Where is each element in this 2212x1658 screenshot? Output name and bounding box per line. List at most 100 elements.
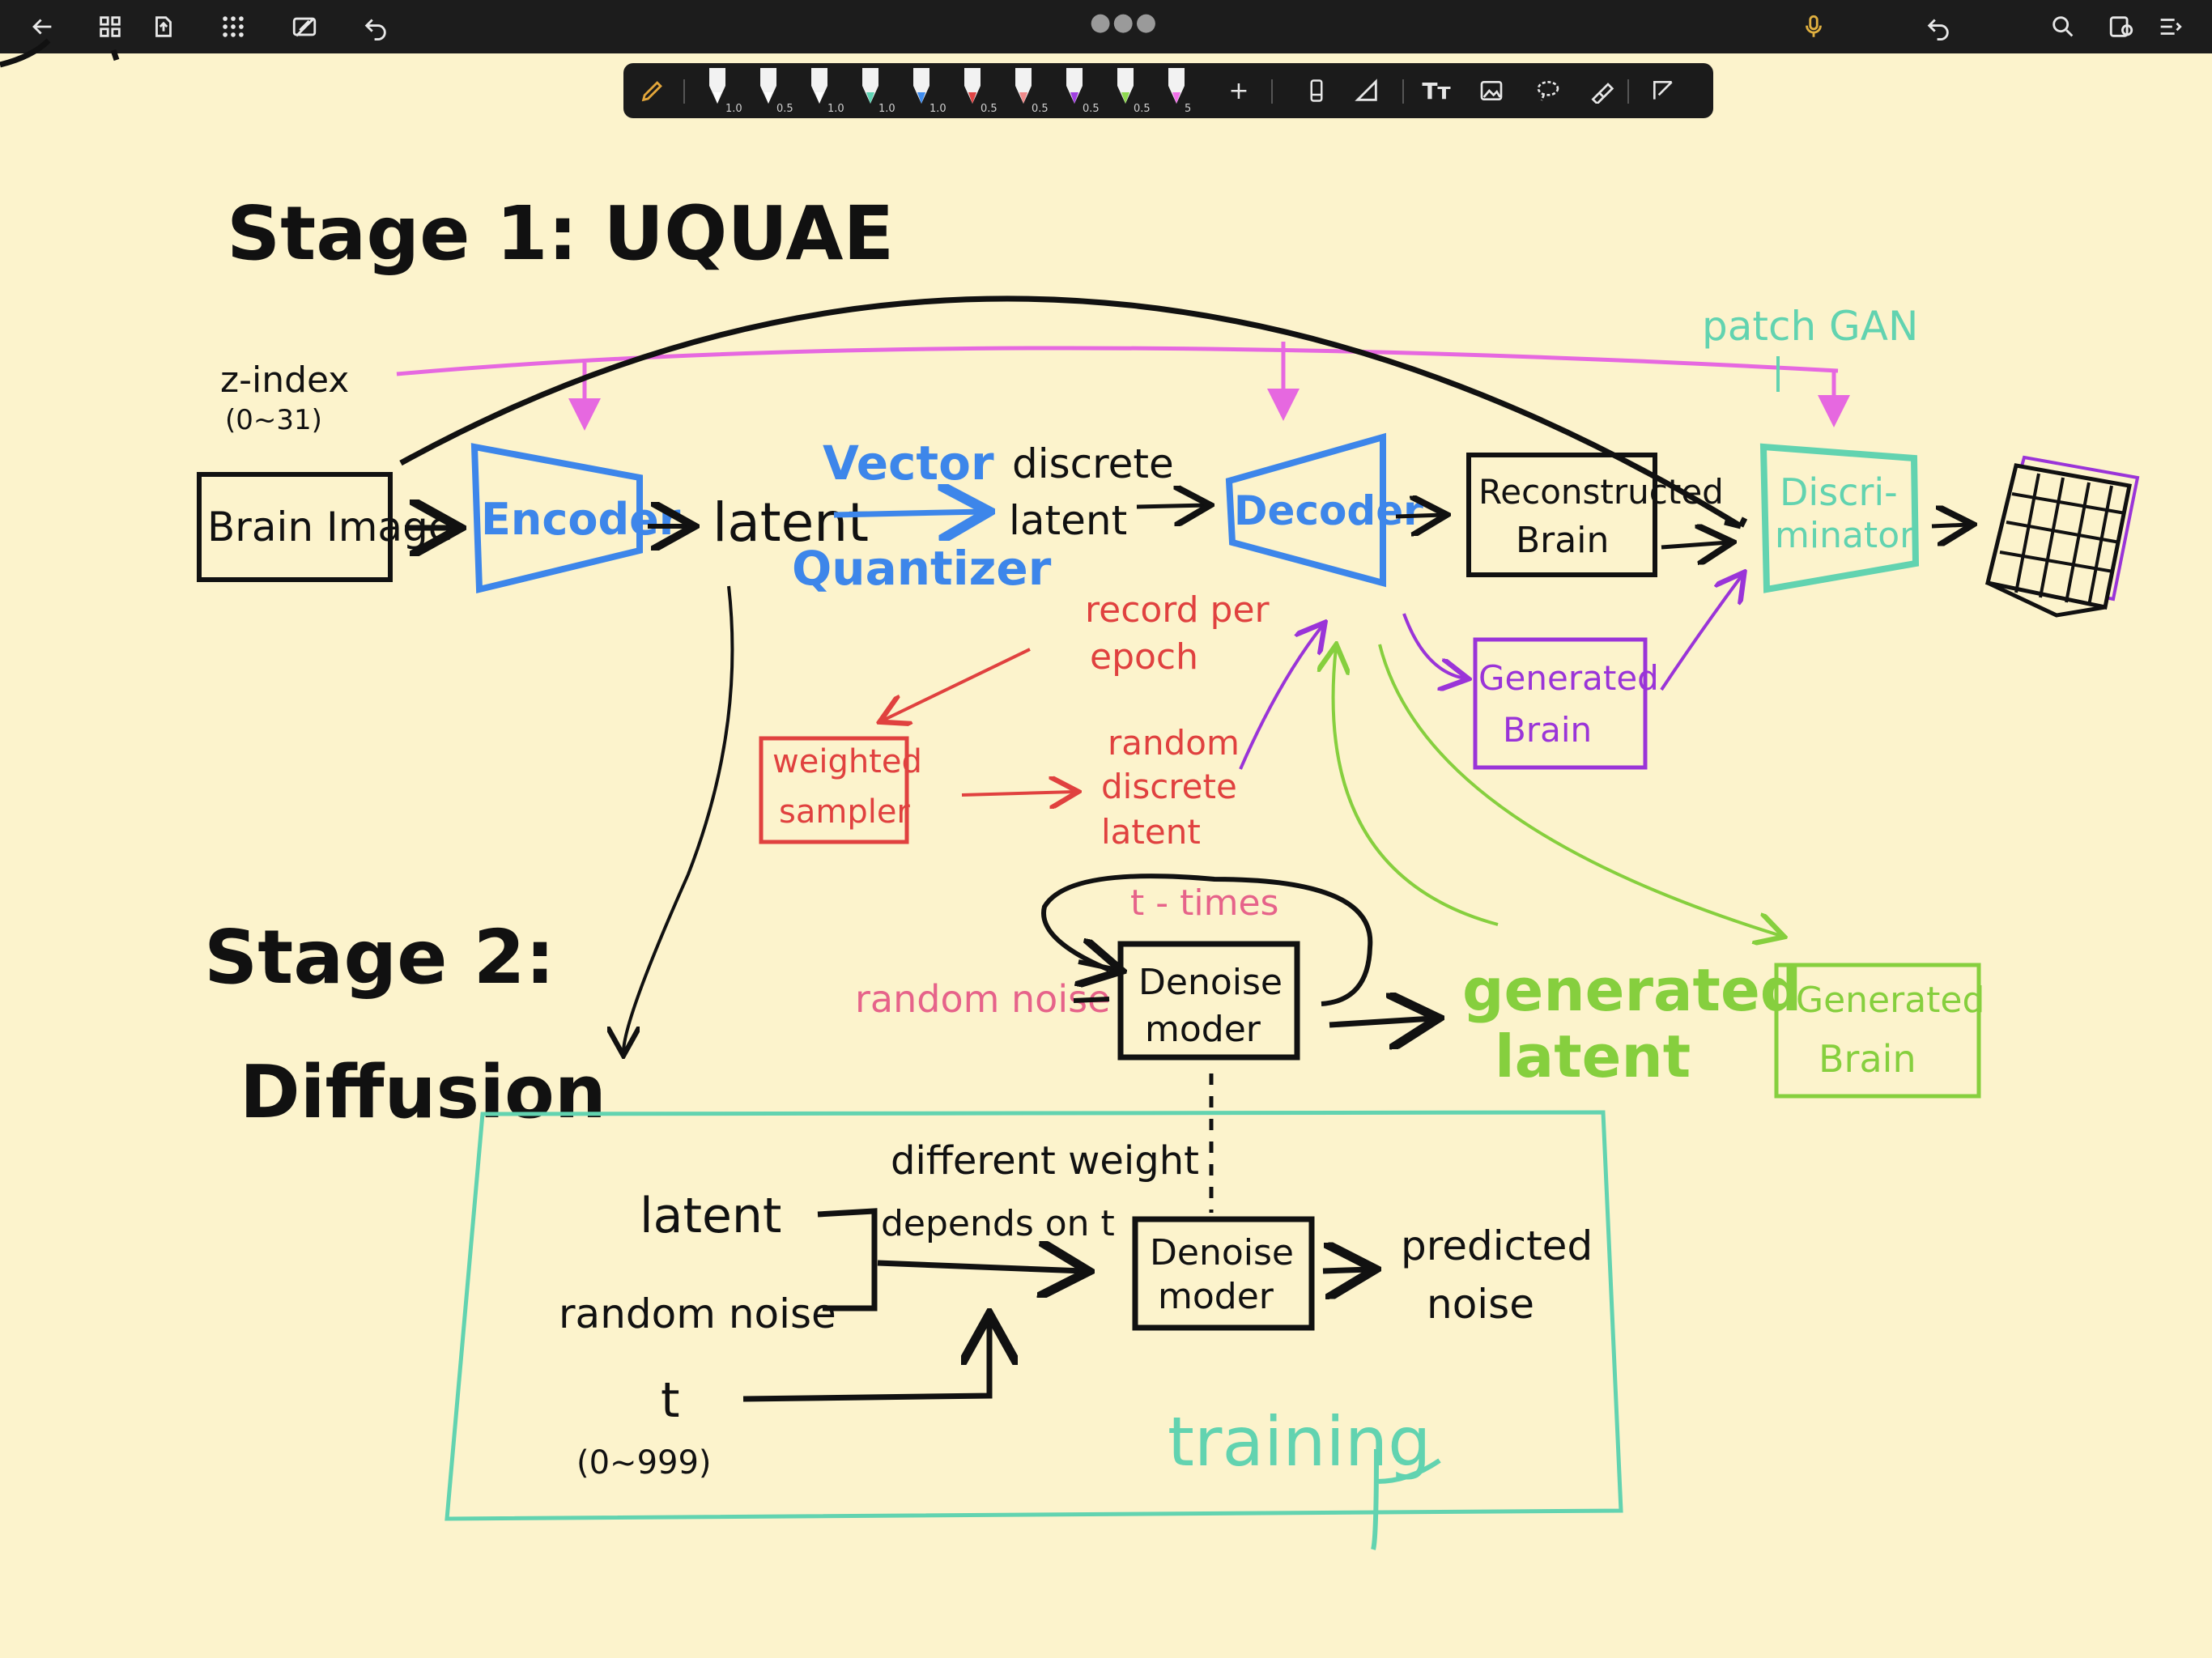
random-discrete-label: discrete bbox=[1101, 767, 1237, 806]
hide-pen-icon[interactable] bbox=[288, 11, 321, 43]
training-latent-label: latent bbox=[640, 1188, 781, 1244]
noise-to-denoise-line bbox=[1073, 997, 1110, 1003]
pen-swatch-9[interactable]: 0.5 bbox=[1112, 68, 1156, 117]
pen-swatch-8[interactable]: 0.5 bbox=[1061, 68, 1105, 117]
discrete-latent-label: latent bbox=[1009, 497, 1127, 544]
vq-arrow bbox=[833, 512, 984, 515]
discriminator-label-2: minator bbox=[1775, 515, 1915, 556]
export-icon[interactable] bbox=[147, 11, 180, 43]
pen-nib-icon bbox=[1117, 68, 1134, 104]
pen-swatch-3[interactable]: 1.0 bbox=[806, 68, 850, 117]
pen-width-label: 1.0 bbox=[878, 103, 895, 115]
random-latent-label: latent bbox=[1101, 812, 1201, 852]
pen-width-label: 0.5 bbox=[981, 103, 998, 115]
top-bar: ●●● bbox=[0, 0, 2212, 53]
pen-nib-icon bbox=[709, 68, 725, 104]
weighted-label: weighted bbox=[772, 743, 922, 780]
denoise-model-box bbox=[1117, 941, 1300, 1061]
pen-width-label: 1.0 bbox=[929, 103, 946, 115]
patch-gan-label: patch GAN bbox=[1702, 303, 1918, 350]
generated-brain-2-sub-label: Brain bbox=[1819, 1037, 1916, 1081]
pen-swatch-4[interactable]: 1.0 bbox=[857, 68, 901, 117]
pen-swatch-6[interactable]: 0.5 bbox=[959, 68, 1003, 117]
discriminator-label-1: Discri- bbox=[1780, 470, 1898, 514]
arrow-to-reconstructed bbox=[1395, 515, 1443, 517]
redo-undo-icon[interactable] bbox=[1922, 11, 1955, 43]
training-box bbox=[445, 1110, 1623, 1521]
grid-view-icon[interactable] bbox=[94, 11, 126, 43]
pencil-tool-icon[interactable] bbox=[636, 74, 669, 107]
reconstructed-brain-box bbox=[1466, 453, 1657, 577]
input-bracket bbox=[817, 1208, 878, 1312]
pen-swatch-7[interactable]: 0.5 bbox=[1010, 68, 1054, 117]
microphone-icon[interactable] bbox=[1797, 11, 1830, 43]
record-per-label: record per bbox=[1085, 589, 1270, 631]
eraser-icon[interactable] bbox=[1300, 74, 1333, 107]
zindex-line bbox=[396, 346, 1839, 376]
more-dots-icon[interactable]: ●●● bbox=[1090, 8, 1159, 36]
arrow-decoder-to-generated-brain bbox=[1378, 644, 1781, 936]
settings-page-icon[interactable] bbox=[2105, 11, 2138, 43]
training-random-noise-label: random noise bbox=[559, 1290, 836, 1337]
image-icon[interactable] bbox=[1475, 74, 1508, 107]
pen-nib-icon bbox=[1168, 68, 1185, 104]
apps-grid-icon[interactable] bbox=[217, 11, 249, 43]
training-label: training bbox=[1168, 1402, 1431, 1482]
encoder-shape bbox=[470, 443, 643, 594]
pen-swatch-5[interactable]: 1.0 bbox=[908, 68, 952, 117]
noise-label: noise bbox=[1427, 1281, 1534, 1328]
t-label: t bbox=[661, 1372, 680, 1429]
generated-label: Generated bbox=[1478, 658, 1659, 698]
stage2-title: Stage 2: bbox=[204, 914, 555, 1001]
pen-width-label: 1.0 bbox=[827, 103, 844, 115]
depends-on-t-label: depends on t bbox=[881, 1203, 1115, 1244]
training-denoise-box bbox=[1132, 1216, 1315, 1331]
undo-icon[interactable] bbox=[359, 11, 392, 43]
training-tail bbox=[1371, 1448, 1441, 1550]
arrow-latent-to-diffusion bbox=[623, 585, 734, 1052]
reconstructed-brain-label: Brain bbox=[1516, 520, 1609, 561]
latent-label: latent bbox=[713, 491, 869, 554]
toolbar-divider bbox=[1271, 79, 1273, 104]
pen-swatch-10[interactable]: 5 bbox=[1163, 68, 1207, 117]
shape-tool-icon[interactable] bbox=[1647, 74, 1679, 107]
t-to-weight-arrow bbox=[742, 1320, 989, 1402]
text-tool-button[interactable]: Tт bbox=[1422, 77, 1451, 104]
generated-brain-2-box bbox=[1774, 963, 1981, 1099]
decoder-shape bbox=[1225, 432, 1386, 588]
add-pen-button[interactable]: + bbox=[1228, 76, 1249, 105]
pen-width-label: 0.5 bbox=[776, 103, 793, 115]
generated-brain-2-label: Generated bbox=[1796, 980, 1984, 1021]
training-denoise-label: Denoise bbox=[1150, 1232, 1294, 1273]
lasso-icon[interactable] bbox=[1532, 74, 1564, 107]
stage2-diffusion-title: Diffusion bbox=[240, 1050, 606, 1135]
zindex-range-label: (0~31) bbox=[225, 404, 322, 436]
back-arrow-icon[interactable] bbox=[26, 11, 58, 43]
moder-label: moder bbox=[1145, 1009, 1261, 1050]
arrow-to-generated-latent bbox=[1329, 1018, 1433, 1025]
pen-swatch-2[interactable]: 0.5 bbox=[755, 68, 799, 117]
ruler-icon[interactable] bbox=[1351, 74, 1383, 107]
search-icon[interactable] bbox=[2047, 11, 2079, 43]
skip-arc bbox=[399, 295, 1742, 529]
highlighter-icon[interactable] bbox=[1585, 74, 1618, 107]
pen-swatch-1[interactable]: 1.0 bbox=[704, 68, 748, 117]
pen-width-label: 0.5 bbox=[1032, 103, 1049, 115]
brain-image-box bbox=[197, 472, 393, 582]
generated-latent-label-2: latent bbox=[1495, 1022, 1691, 1090]
toolbar-divider bbox=[1627, 79, 1629, 104]
generated-latent-label-1: generated bbox=[1462, 956, 1802, 1024]
arrow-generated-to-disc bbox=[1660, 575, 1742, 691]
diff-weight-label: different weight bbox=[891, 1138, 1199, 1184]
vector-label: Vector bbox=[823, 436, 994, 491]
random-label: random bbox=[1108, 723, 1240, 763]
decoder-label: Decoder bbox=[1234, 487, 1423, 534]
predicted-label: predicted bbox=[1401, 1222, 1593, 1269]
generated-brain-label: Brain bbox=[1503, 710, 1592, 750]
reconstructed-label: Reconstructed bbox=[1478, 472, 1724, 512]
discrete-label: discrete bbox=[1012, 440, 1174, 487]
pen-nib-icon bbox=[913, 68, 929, 104]
sampler-label: sampler bbox=[779, 793, 910, 831]
menu-icon[interactable] bbox=[2154, 11, 2186, 43]
